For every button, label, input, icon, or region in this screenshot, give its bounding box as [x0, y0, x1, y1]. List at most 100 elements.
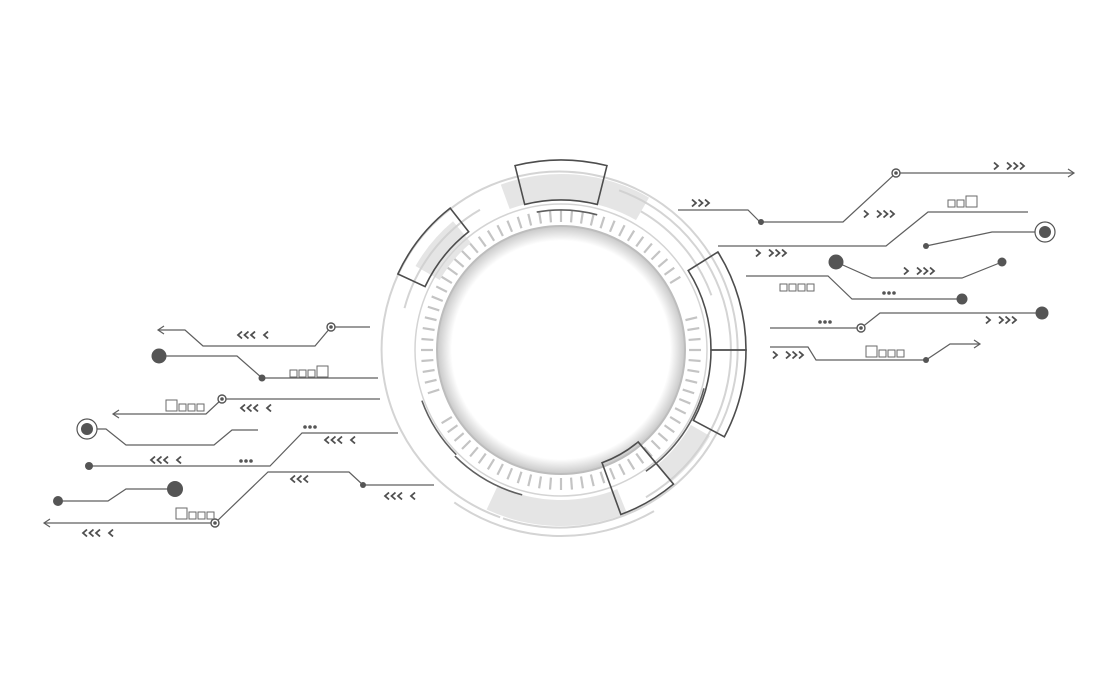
hollow-node-center [859, 326, 863, 330]
circuit-trace [925, 231, 1040, 247]
circuit-trace [746, 275, 962, 300]
ring-tick [643, 446, 653, 458]
arrow-chevrons-icon [81, 528, 88, 538]
square-glyph-icon [188, 511, 197, 520]
ring-arc [421, 400, 457, 456]
arrow-chevrons-icon [768, 248, 775, 258]
circuit-nodes [42, 168, 1076, 528]
arrow-chevrons-icon [922, 266, 929, 276]
arrow-chevrons-icon [863, 209, 870, 219]
dot-triplet [239, 459, 243, 463]
ring-tick [589, 474, 595, 487]
arrow-chevrons-icon [94, 528, 101, 538]
ring-tick [516, 216, 523, 229]
square-glyph-icon [865, 345, 878, 358]
central-ring [380, 159, 747, 538]
ring-tick [506, 220, 514, 233]
hollow-node-center [213, 521, 217, 525]
square-glyph-icon [196, 403, 205, 412]
ring-tick [669, 275, 681, 285]
square-glyph-icon [178, 403, 187, 412]
hollow-node-center [220, 397, 224, 401]
dot-triplet [882, 291, 886, 295]
node-dot-icon [1035, 306, 1049, 320]
arrow-chevrons-icon [390, 491, 397, 501]
arrow-chevrons-icon [156, 455, 163, 465]
arrowhead-icon [973, 339, 982, 349]
ring-tick [635, 236, 645, 248]
dot-triplet [887, 291, 891, 295]
arrow-chevrons-icon [249, 330, 256, 340]
arrow-chevrons-icon [1012, 161, 1019, 171]
node-dot-icon [53, 496, 63, 506]
ring-tick [447, 424, 459, 434]
ring-tick [527, 474, 533, 487]
square-glyph-icon [896, 349, 905, 358]
arrow-chevrons-icon [1004, 315, 1011, 325]
circuit-trace [89, 432, 398, 467]
ring-tick [618, 224, 626, 237]
ring-tick [626, 230, 636, 242]
ring-tick [657, 258, 669, 268]
ring-tick [685, 316, 698, 322]
square-glyphs [165, 195, 978, 520]
ring-tick [663, 266, 675, 276]
arrow-chevrons-icon [239, 403, 246, 413]
dot-triplet [313, 425, 317, 429]
arrow-chevrons-icon [289, 474, 296, 484]
arrowhead-icon [1067, 168, 1076, 178]
ring-tick [469, 242, 479, 254]
circuit-trace [770, 343, 980, 361]
arrow-chevrons-icon [785, 350, 792, 360]
arrow-chevrons-icon [1019, 161, 1026, 171]
circuit-trace [835, 261, 1003, 279]
ring-tick [453, 258, 465, 268]
square-glyph-icon [956, 199, 965, 208]
circuit-trace [88, 428, 258, 446]
ring-tick [421, 337, 434, 342]
ring-tick [685, 378, 698, 384]
ring-block [514, 159, 608, 206]
inner-ring [414, 203, 708, 497]
ring-tick [657, 432, 669, 442]
target-node-center [1039, 226, 1051, 238]
arrow-chevrons-icon [349, 435, 356, 445]
outer-arc [380, 170, 739, 529]
dot-triplet [244, 459, 248, 463]
square-glyph-icon [175, 507, 188, 520]
arrow-chevrons-icon [781, 248, 788, 258]
ring-tick [687, 327, 700, 332]
ring-tick [579, 476, 584, 489]
arrow-chevrons-icon [409, 491, 416, 501]
arrow-chevrons-icon [774, 248, 781, 258]
arrow-chevrons-icon [798, 350, 805, 360]
node-dot-icon [956, 293, 968, 305]
ring-tick [461, 250, 472, 261]
ring-tick [643, 242, 653, 254]
arrow-chevrons-icon [993, 161, 1000, 171]
ring-tick [469, 446, 479, 458]
arrow-chevrons-icon [149, 455, 156, 465]
ring-block [692, 349, 747, 438]
ring-arc [645, 388, 705, 472]
square-glyph-icon [779, 283, 788, 292]
ring-tick [527, 213, 533, 226]
ring-tick [663, 424, 675, 434]
dot-triplet [303, 425, 307, 429]
arrow-chevrons-icon [889, 209, 896, 219]
dot-triplet [249, 459, 253, 463]
arrowhead-icon [111, 409, 120, 419]
ring-tick [421, 358, 434, 363]
node-dot-icon [923, 243, 929, 249]
node-dot-icon [828, 254, 844, 270]
arrow-chevrons-icon [691, 198, 698, 208]
arrow-chevrons-icon [243, 330, 250, 340]
arrow-chevrons-icon [876, 209, 883, 219]
square-glyph-icon [947, 199, 956, 208]
arrow-chevrons-icon [246, 403, 253, 413]
arrow-chevrons-icon [882, 209, 889, 219]
ring-block [396, 207, 470, 288]
right-circuit-lines [678, 172, 1074, 361]
square-glyph-icon [206, 511, 215, 520]
